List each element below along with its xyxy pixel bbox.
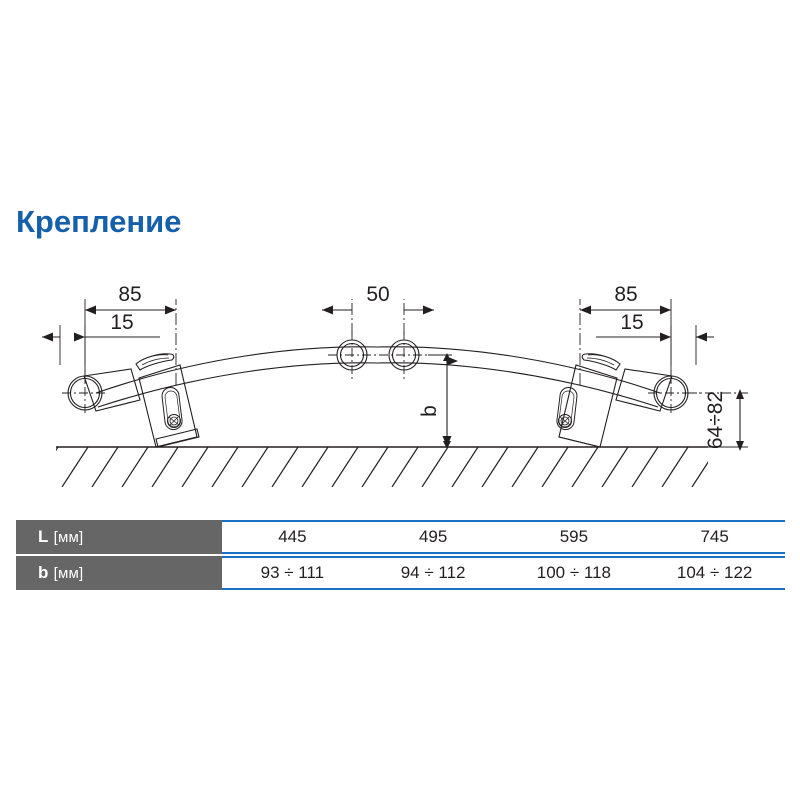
row-values-b: 93 ÷ 111 94 ÷ 112 100 ÷ 118 104 ÷ 122 (222, 556, 785, 590)
wall-ground (56, 446, 708, 487)
dimension-height-b: b (418, 353, 458, 449)
row-label-L-unit: [мм] (53, 528, 84, 546)
dimension-left-15: 15 (42, 311, 160, 365)
left-end-cap (62, 368, 141, 416)
left-wall-bracket (138, 364, 200, 448)
dimension-label-right-15: 15 (620, 311, 643, 334)
row-label-b-unit: [мм] (53, 564, 84, 582)
mounting-drawing: 85 15 50 85 (42, 283, 748, 487)
table-cell: 93 ÷ 111 (260, 563, 325, 582)
table-cell: 495 (418, 527, 448, 546)
dimension-label-b: b (418, 405, 441, 417)
table-cell: 595 (559, 527, 589, 546)
page-title: Крепление (16, 204, 182, 239)
table-row: b [мм] 93 ÷ 111 94 ÷ 112 100 ÷ 118 104 ÷… (16, 556, 785, 590)
dimension-height-range: 64÷82 (688, 389, 748, 451)
table-cell: 94 ÷ 112 (400, 563, 466, 582)
center-mounting-holes (328, 331, 440, 379)
dimension-label-left-85: 85 (118, 283, 141, 306)
dimension-right-15: 15 (596, 311, 714, 365)
row-label-L: L [мм] (16, 520, 222, 554)
row-values-L: 445 495 595 745 (222, 520, 785, 554)
table-cell: 104 ÷ 122 (676, 563, 753, 582)
dimension-label-right-85: 85 (614, 283, 637, 306)
table-cell: 745 (700, 527, 729, 546)
dimension-label-left-15: 15 (110, 311, 133, 334)
row-label-L-symbol: L (38, 527, 49, 546)
dimension-label-height-range: 64÷82 (704, 391, 727, 449)
dimension-center-50: 50 (322, 283, 434, 335)
table-cell: 100 ÷ 118 (536, 563, 611, 582)
row-label-b-symbol: b (38, 563, 49, 582)
dimension-right-85: 85 (579, 283, 672, 385)
dimension-table: L [мм] 445 495 595 745 b [мм] 93 ÷ 111 9… (16, 520, 785, 590)
dimension-label-center-50: 50 (366, 283, 389, 306)
dimension-left-85: 85 (84, 283, 177, 385)
wall-hatch-icon (56, 447, 708, 487)
row-label-b: b [мм] (16, 556, 222, 590)
curved-rail (95, 346, 661, 408)
table-row: L [мм] 445 495 595 745 (16, 520, 785, 554)
right-wall-bracket (556, 364, 618, 448)
table-cell: 445 (278, 527, 307, 546)
left-saddle-clamp (135, 353, 175, 371)
right-saddle-clamp (581, 353, 621, 371)
